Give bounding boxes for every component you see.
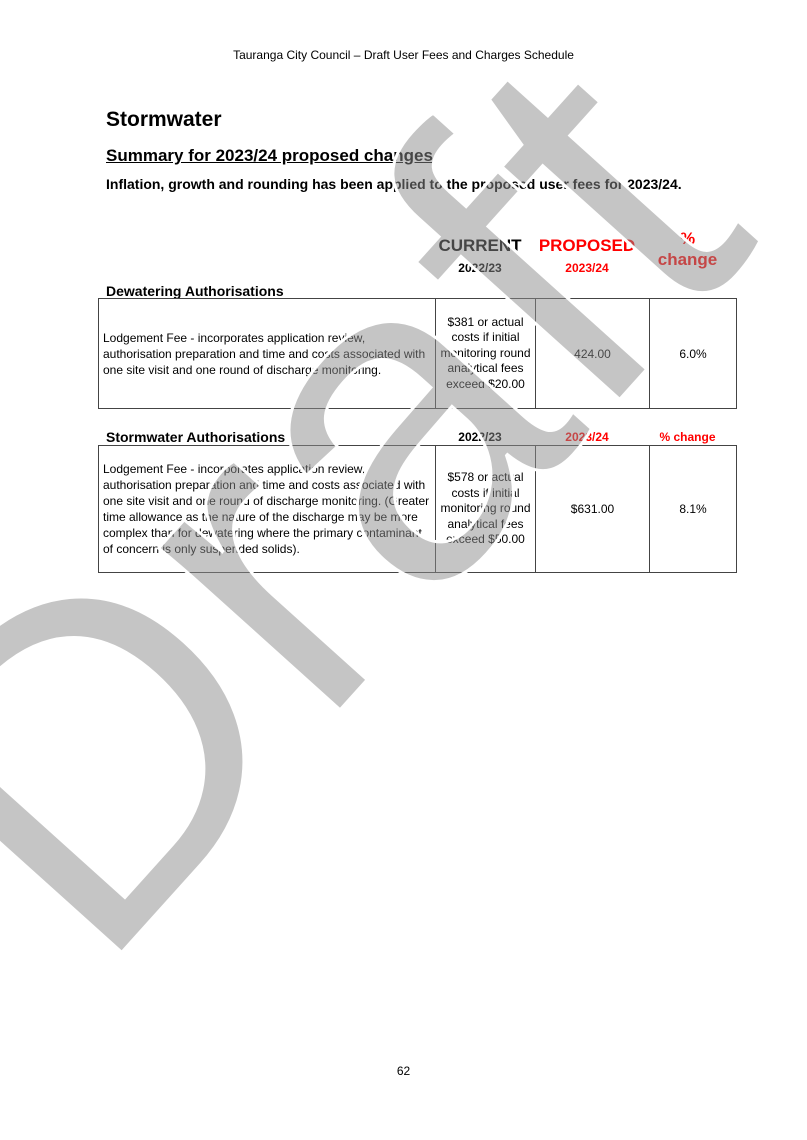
current-fee: $578 or actual costs if initial monitori… [435, 445, 536, 573]
fee-description: Lodgement Fee - incorporates application… [98, 445, 436, 573]
page-number: 62 [396, 1064, 411, 1078]
proposed-year-label: 2023/24 [565, 430, 609, 444]
proposed-fee: 424.00 [535, 298, 650, 409]
intro-text: Inflation, growth and rounding has been … [106, 176, 682, 192]
proposed-column-header: PROPOSED [538, 236, 636, 255]
page-title: Stormwater [106, 108, 222, 131]
current-year-label: 2022/23 [458, 261, 502, 275]
change-word: change [657, 250, 718, 269]
stormwater-fees-table: Lodgement Fee - incorporates application… [98, 445, 737, 573]
section-heading-dewatering: Dewatering Authorisations [106, 283, 284, 299]
document-header: Tauranga City Council – Draft User Fees … [233, 48, 574, 62]
summary-subtitle: Summary for 2023/24 proposed changes [106, 146, 433, 165]
current-fee: $381 or actual costs if initial monitori… [435, 298, 536, 409]
fee-description: Lodgement Fee - incorporates application… [98, 298, 436, 409]
dewatering-fees-table: Lodgement Fee - incorporates application… [98, 298, 737, 409]
percent-symbol: % [679, 229, 696, 248]
proposed-fee: $631.00 [535, 445, 650, 573]
percent-change: 8.1% [649, 445, 737, 573]
table-row: Lodgement Fee - incorporates application… [98, 298, 737, 409]
percent-change-column-header: % change [644, 228, 731, 270]
current-year-label: 2022/23 [458, 430, 502, 444]
section-heading-stormwater: Stormwater Authorisations [106, 429, 286, 445]
current-column-header: CURRENT [438, 236, 522, 255]
table-row: Lodgement Fee - incorporates application… [98, 445, 737, 573]
percent-change-label: % change [659, 430, 716, 444]
percent-change: 6.0% [649, 298, 737, 409]
proposed-year-label: 2023/24 [565, 261, 609, 275]
